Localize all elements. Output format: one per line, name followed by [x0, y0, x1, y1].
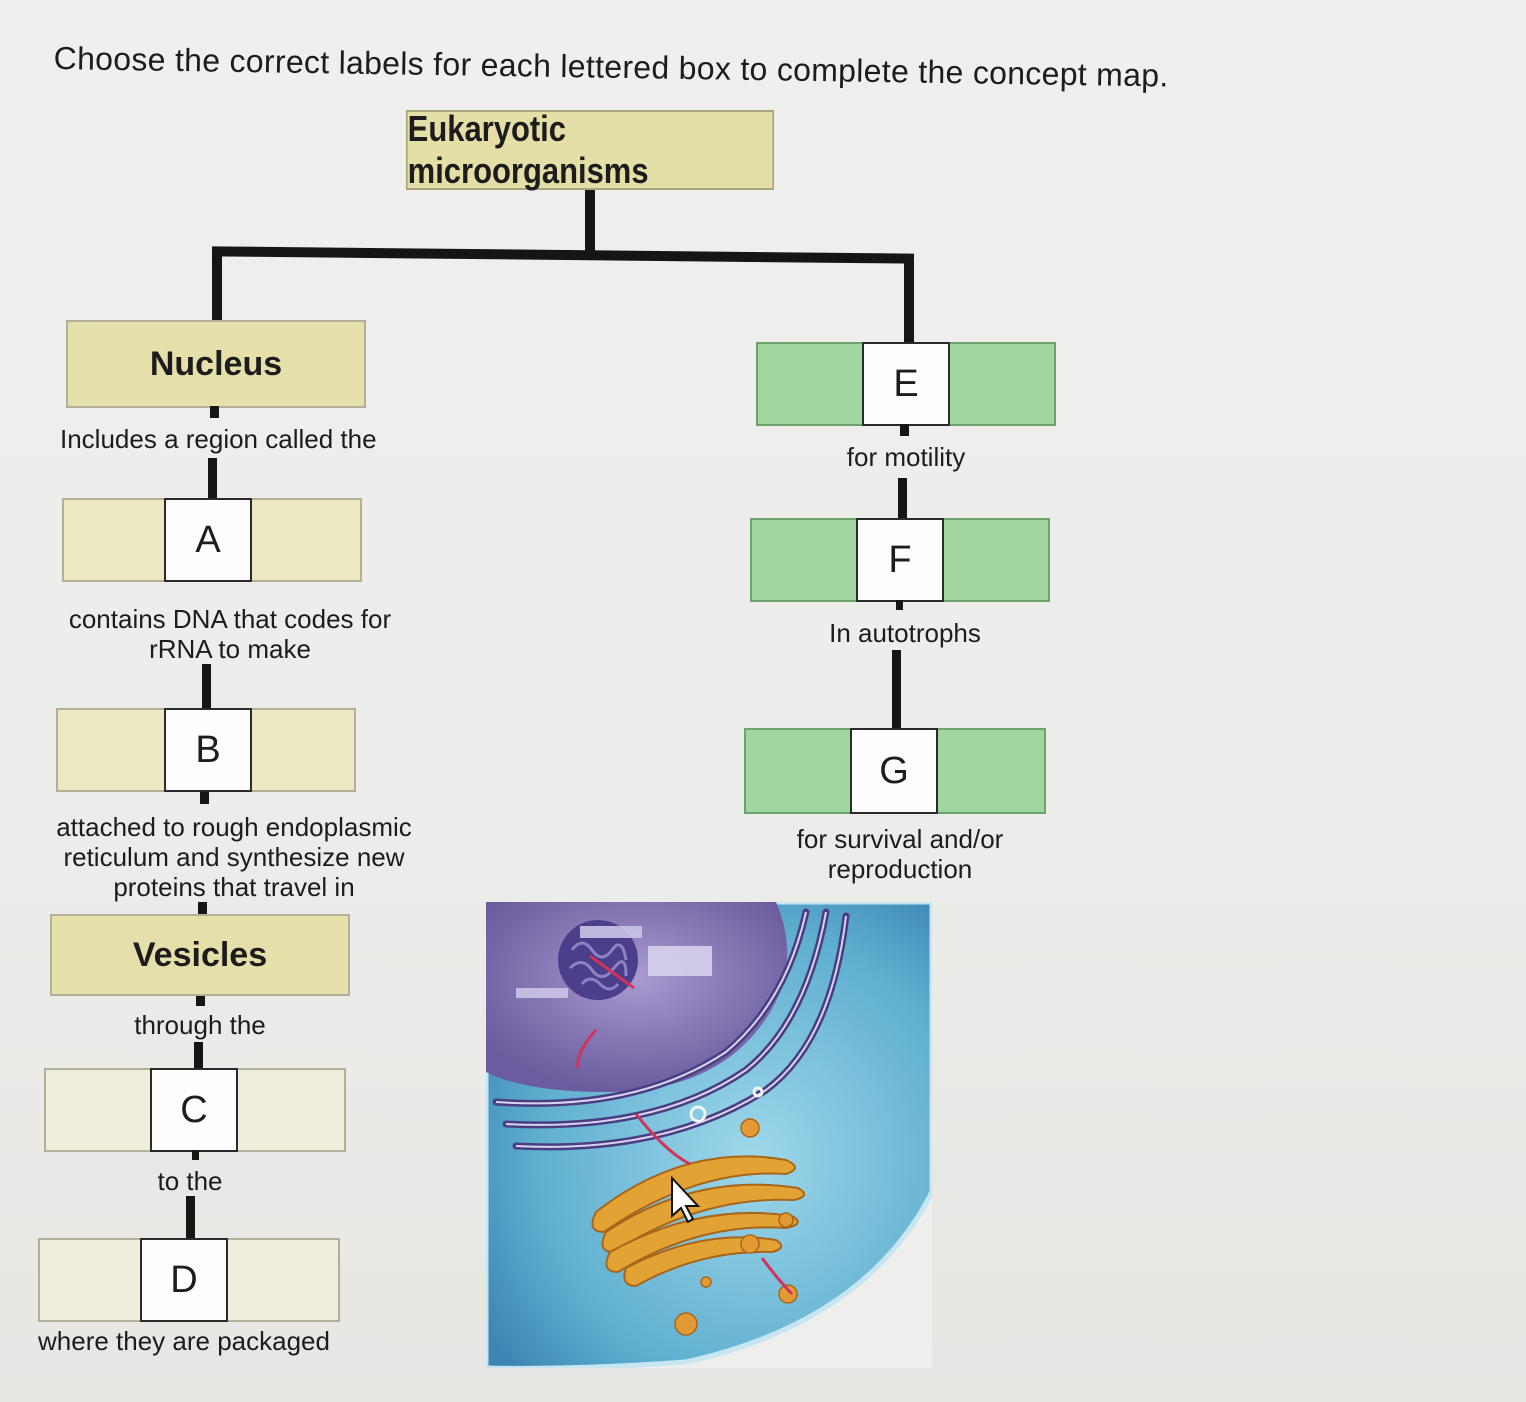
connector	[198, 902, 207, 914]
drop-slot-g[interactable]: G	[850, 728, 938, 814]
caption-vesicles: attached to rough endoplasmic reticulum …	[38, 812, 430, 902]
connector-left-down	[212, 252, 222, 322]
connector-right-down	[904, 262, 914, 342]
nucleus-node: Nucleus	[66, 320, 366, 408]
connector	[898, 478, 907, 520]
box-c: C	[44, 1068, 346, 1152]
vesicles-label: Vesicles	[132, 935, 268, 974]
connector	[192, 1150, 199, 1160]
box-g: G	[744, 728, 1046, 814]
box-f: F	[750, 518, 1050, 602]
connector	[900, 424, 909, 436]
caption-d: to the	[157, 1166, 223, 1196]
caption-v-line2: reticulum and synthesize new	[63, 842, 405, 872]
connector-root-down	[585, 190, 595, 260]
caption-end-right-line2: reproduction	[827, 854, 973, 884]
caption-v-line3: proteins that travel in	[113, 872, 355, 902]
connector	[202, 664, 211, 708]
connector	[200, 792, 209, 804]
connector	[194, 1042, 203, 1068]
connector-horizontal	[211, 246, 915, 264]
caption-a: Includes a region called the	[60, 424, 377, 454]
box-e: E	[756, 342, 1056, 426]
connector	[896, 600, 903, 610]
root-label: Eukaryotic microorganisms	[407, 108, 649, 191]
caption-g: In autotrophs	[829, 618, 981, 648]
drop-slot-a[interactable]: A	[164, 498, 252, 582]
caption-end-right: for survival and/or reproduction	[770, 824, 1030, 884]
cell-illustration-svg	[486, 902, 932, 1368]
connector	[196, 996, 205, 1006]
caption-f: for motility	[846, 442, 966, 472]
drop-slot-d[interactable]: D	[140, 1238, 228, 1322]
instruction-text: Choose the correct labels for each lette…	[53, 40, 1169, 94]
vesicles-node: Vesicles	[50, 914, 350, 996]
caption-b: contains DNA that codes for rRNA to make	[50, 604, 410, 664]
drop-slot-c[interactable]: C	[150, 1068, 238, 1152]
connector	[892, 650, 901, 728]
caption-end-left: where they are packaged	[38, 1326, 330, 1356]
caption-b-line2: rRNA to make	[149, 634, 311, 664]
drop-slot-e[interactable]: E	[862, 342, 950, 426]
caption-c: through the	[134, 1010, 266, 1040]
connector	[208, 458, 217, 498]
caption-end-right-line1: for survival and/or	[796, 824, 1004, 854]
nucleus-label: Nucleus	[149, 344, 283, 383]
cell-illustration	[486, 902, 932, 1368]
drop-slot-f[interactable]: F	[856, 518, 944, 602]
caption-b-line1: contains DNA that codes for	[68, 604, 392, 634]
box-a: A	[62, 498, 362, 582]
connector	[210, 406, 219, 418]
caption-v-line1: attached to rough endoplasmic	[56, 812, 412, 842]
drop-slot-b[interactable]: B	[164, 708, 252, 792]
box-b: B	[56, 708, 356, 792]
root-node: Eukaryotic microorganisms	[405, 108, 775, 191]
box-d: D	[38, 1238, 340, 1322]
connector	[186, 1196, 195, 1238]
